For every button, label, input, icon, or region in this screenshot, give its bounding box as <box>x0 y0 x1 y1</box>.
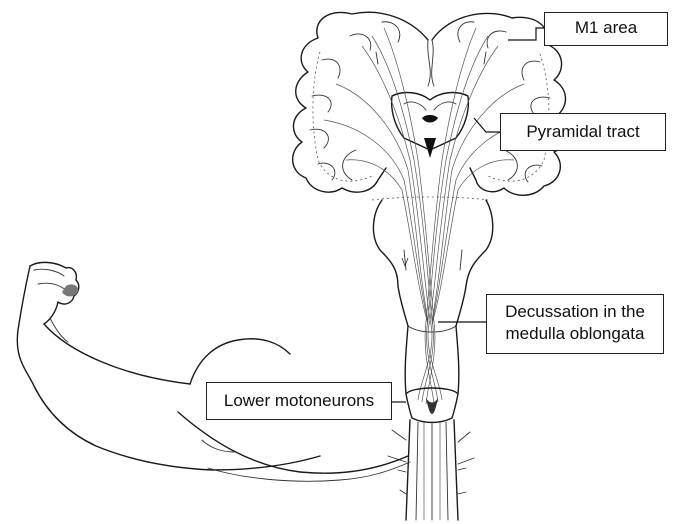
label-lower-motoneurons: Lower motoneurons <box>206 382 392 420</box>
peripheral-nerve <box>178 412 410 481</box>
flexed-arm <box>17 262 320 470</box>
label-m1-area: M1 area <box>544 12 668 46</box>
label-decussation: Decussation in the medulla oblongata <box>486 294 664 354</box>
spinal-cord <box>388 326 474 520</box>
label-pyramidal-tract: Pyramidal tract <box>500 113 666 151</box>
